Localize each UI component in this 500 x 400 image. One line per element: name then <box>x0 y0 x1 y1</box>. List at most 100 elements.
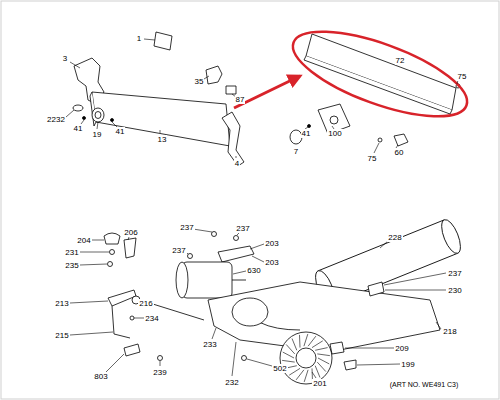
blade <box>283 352 294 358</box>
callout-number: 60 <box>394 148 405 157</box>
callout-number: 216 <box>138 299 153 308</box>
timer-shaft <box>330 116 338 124</box>
highlight-ellipse <box>283 14 476 133</box>
screw <box>242 356 247 361</box>
highlight-arrow <box>234 76 300 108</box>
callout-number: 3 <box>62 54 68 63</box>
blade <box>289 368 300 375</box>
blade <box>318 358 329 364</box>
callout-number: 803 <box>93 372 108 381</box>
blade <box>317 362 326 371</box>
callout-number: 72 <box>395 56 406 65</box>
knob-center <box>95 112 101 119</box>
wheel-blades <box>282 334 330 382</box>
callout-number: 502 <box>272 364 287 373</box>
callout-number: 228 <box>387 233 402 242</box>
callout-number: 75 <box>457 72 468 81</box>
nut <box>394 134 408 146</box>
motor-end <box>176 262 188 298</box>
art-number: (ART NO. WE491 C3) <box>389 380 460 389</box>
blade <box>317 354 330 356</box>
screw <box>234 236 239 241</box>
callout-number: 4 <box>234 159 240 168</box>
callout-number: 630 <box>246 266 261 275</box>
blade <box>286 344 295 353</box>
knob <box>92 108 104 122</box>
label-sheet <box>154 32 172 50</box>
callout-number: 41 <box>115 127 126 136</box>
callout-number: 237 <box>235 224 250 233</box>
screw <box>378 138 382 142</box>
wheel-hub <box>296 348 316 368</box>
blade <box>296 370 304 380</box>
callout-number: 239 <box>152 368 167 377</box>
callout-number: 87 <box>235 95 246 104</box>
screw <box>158 356 163 361</box>
callout-number: 218 <box>442 327 457 336</box>
callout-number: 203 <box>264 258 279 267</box>
blade <box>304 334 308 346</box>
callout-number: 206 <box>123 228 138 237</box>
callout-number: 232 <box>224 378 239 387</box>
sensor <box>330 342 344 354</box>
callout-number: 41 <box>73 124 84 133</box>
screw <box>111 119 114 122</box>
switch-bracket <box>124 238 136 258</box>
switch <box>206 66 222 84</box>
callout-number: 199 <box>400 360 415 369</box>
rear-panel <box>306 34 456 110</box>
callout-number: 213 <box>54 299 69 308</box>
callout-number: 233 <box>202 340 217 349</box>
housing-inlet <box>232 298 268 326</box>
callout-number: 204 <box>76 236 91 245</box>
callout-number: 230 <box>447 286 462 295</box>
screw <box>130 316 134 320</box>
motor <box>182 262 232 298</box>
callout-number: 215 <box>54 331 69 340</box>
switch-clip <box>226 86 236 94</box>
callout-number: 13 <box>157 135 168 144</box>
screw <box>212 232 217 237</box>
callout-number: 19 <box>92 130 103 139</box>
callout-number: 201 <box>312 379 327 388</box>
leader-lines <box>66 39 458 378</box>
knob-skirt <box>73 105 83 111</box>
blade <box>315 348 327 351</box>
callout-number: 7 <box>293 147 299 156</box>
blade <box>304 370 308 382</box>
callout-number: 1 <box>136 34 142 43</box>
callout-number: 2232 <box>46 115 66 124</box>
blade <box>312 341 323 348</box>
blade <box>299 335 300 348</box>
bracket <box>124 344 140 356</box>
screw <box>108 262 113 267</box>
callout-number: 35 <box>194 77 205 86</box>
bracket <box>218 246 254 262</box>
callout-number: 100 <box>327 129 342 138</box>
callout-number: 237 <box>179 223 194 232</box>
blade <box>308 336 316 346</box>
thermostat <box>368 282 384 296</box>
callout-number: 237 <box>447 269 462 278</box>
callout-number: 231 <box>64 248 79 257</box>
idler-arm <box>108 290 136 306</box>
blade <box>292 339 297 351</box>
idler-spring <box>112 306 130 338</box>
screw <box>188 254 193 259</box>
callout-number: 237 <box>171 246 186 255</box>
fuse <box>344 360 356 370</box>
callout-number: 41 <box>301 129 312 138</box>
callout-number: 235 <box>64 261 79 270</box>
callout-number: 75 <box>367 154 378 163</box>
callout-number: 209 <box>394 344 409 353</box>
blower-wheel <box>280 332 332 384</box>
callout-number: 234 <box>144 314 159 323</box>
screw <box>110 250 115 255</box>
screw <box>83 117 86 120</box>
clip <box>104 233 120 244</box>
blade <box>282 360 295 362</box>
callout-number: 203 <box>264 239 279 248</box>
